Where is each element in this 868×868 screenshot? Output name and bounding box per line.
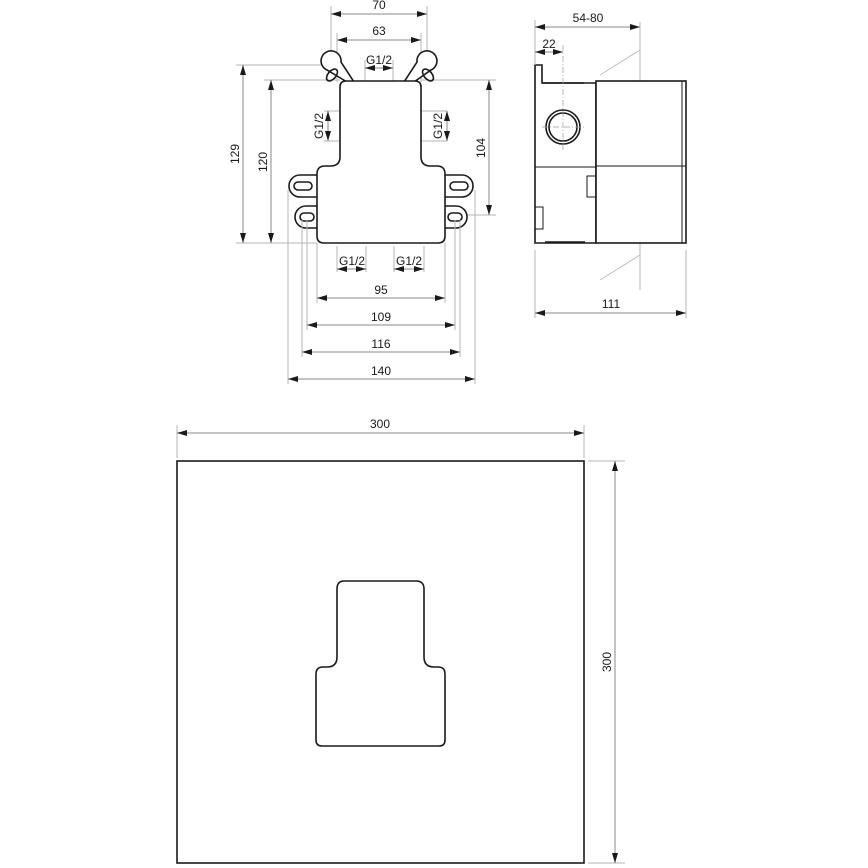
dim-bottom-thread-left: G1/2: [337, 254, 366, 272]
dim-109: 109: [307, 310, 455, 328]
svg-text:109: 109: [371, 310, 391, 324]
dim-116: 116: [302, 337, 460, 355]
mounting-box-body: [316, 80, 446, 244]
svg-text:22: 22: [542, 37, 556, 51]
svg-text:111: 111: [602, 297, 621, 311]
svg-text:63: 63: [372, 24, 386, 38]
dim-54-80: 54-80: [535, 11, 640, 30]
dim-300-width: 300: [177, 417, 584, 436]
svg-text:70: 70: [372, 0, 386, 12]
svg-text:G1/2: G1/2: [396, 254, 422, 268]
svg-text:104: 104: [474, 138, 488, 158]
svg-text:116: 116: [371, 337, 390, 351]
dim-120: 120: [256, 80, 274, 243]
svg-text:300: 300: [370, 417, 390, 431]
dim-300-height: 300: [600, 461, 618, 863]
top-right-mounting-lug: [402, 50, 438, 83]
side-front-box: [595, 80, 687, 244]
dim-95: 95: [317, 283, 445, 301]
side-view: 54-80 22 111: [534, 11, 687, 318]
dim-bottom-thread-right: G1/2: [394, 254, 424, 272]
front-view: 70 63 G1/2 129 120: [228, 0, 496, 384]
dim-right-thread: G1/2: [421, 110, 450, 142]
dim-63: 63: [337, 24, 421, 43]
svg-text:95: 95: [374, 283, 388, 297]
svg-text:G1/2: G1/2: [339, 254, 365, 268]
cover-plate-cutout: [315, 580, 446, 747]
dim-140: 140: [288, 364, 475, 382]
side-rear-box: [534, 45, 597, 244]
side-mounting-lugs: [288, 174, 474, 229]
svg-text:120: 120: [256, 152, 270, 172]
svg-text:54-80: 54-80: [573, 11, 604, 25]
top-left-mounting-lug: [320, 50, 356, 83]
dim-top-thread: G1/2: [365, 53, 393, 71]
svg-text:129: 129: [228, 144, 242, 164]
dim-22: 22: [535, 37, 563, 55]
svg-text:G1/2: G1/2: [366, 53, 392, 67]
svg-text:G1/2: G1/2: [431, 113, 445, 139]
dim-129: 129: [228, 65, 246, 243]
svg-text:G1/2: G1/2: [312, 113, 326, 139]
dim-70: 70: [331, 0, 427, 17]
svg-text:300: 300: [600, 652, 614, 672]
svg-text:140: 140: [371, 364, 391, 378]
dim-104: 104: [474, 80, 492, 215]
dim-111: 111: [535, 297, 686, 316]
cover-plate-view: 300 300: [176, 417, 625, 864]
dim-left-thread: G1/2: [312, 110, 340, 142]
